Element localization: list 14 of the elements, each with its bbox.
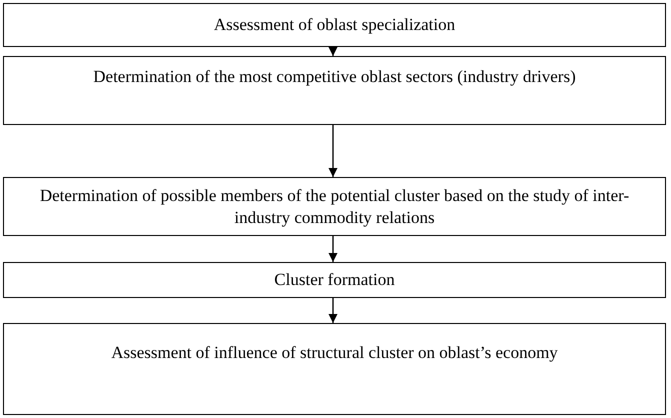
- process-box: [3, 262, 666, 298]
- process-box: [3, 323, 666, 415]
- process-box: [3, 3, 666, 47]
- arrow: [328, 47, 338, 56]
- process-box: [3, 177, 666, 236]
- arrow: [328, 125, 338, 177]
- step-text: Determination of possible members of the potential cluster based on the study of inter-industry commodity relations: [38, 185, 630, 229]
- arrow: [328, 298, 338, 323]
- process-box: [3, 56, 666, 125]
- step-text: Assessment of influence of structural cluster on oblast’s economy: [111, 342, 558, 364]
- step-text: Cluster formation: [274, 269, 395, 291]
- arrow: [328, 236, 338, 262]
- step-text: Assessment of oblast specialization: [214, 14, 456, 36]
- step-text: Determination of the most competitive oblast sectors (industry drivers): [93, 66, 576, 88]
